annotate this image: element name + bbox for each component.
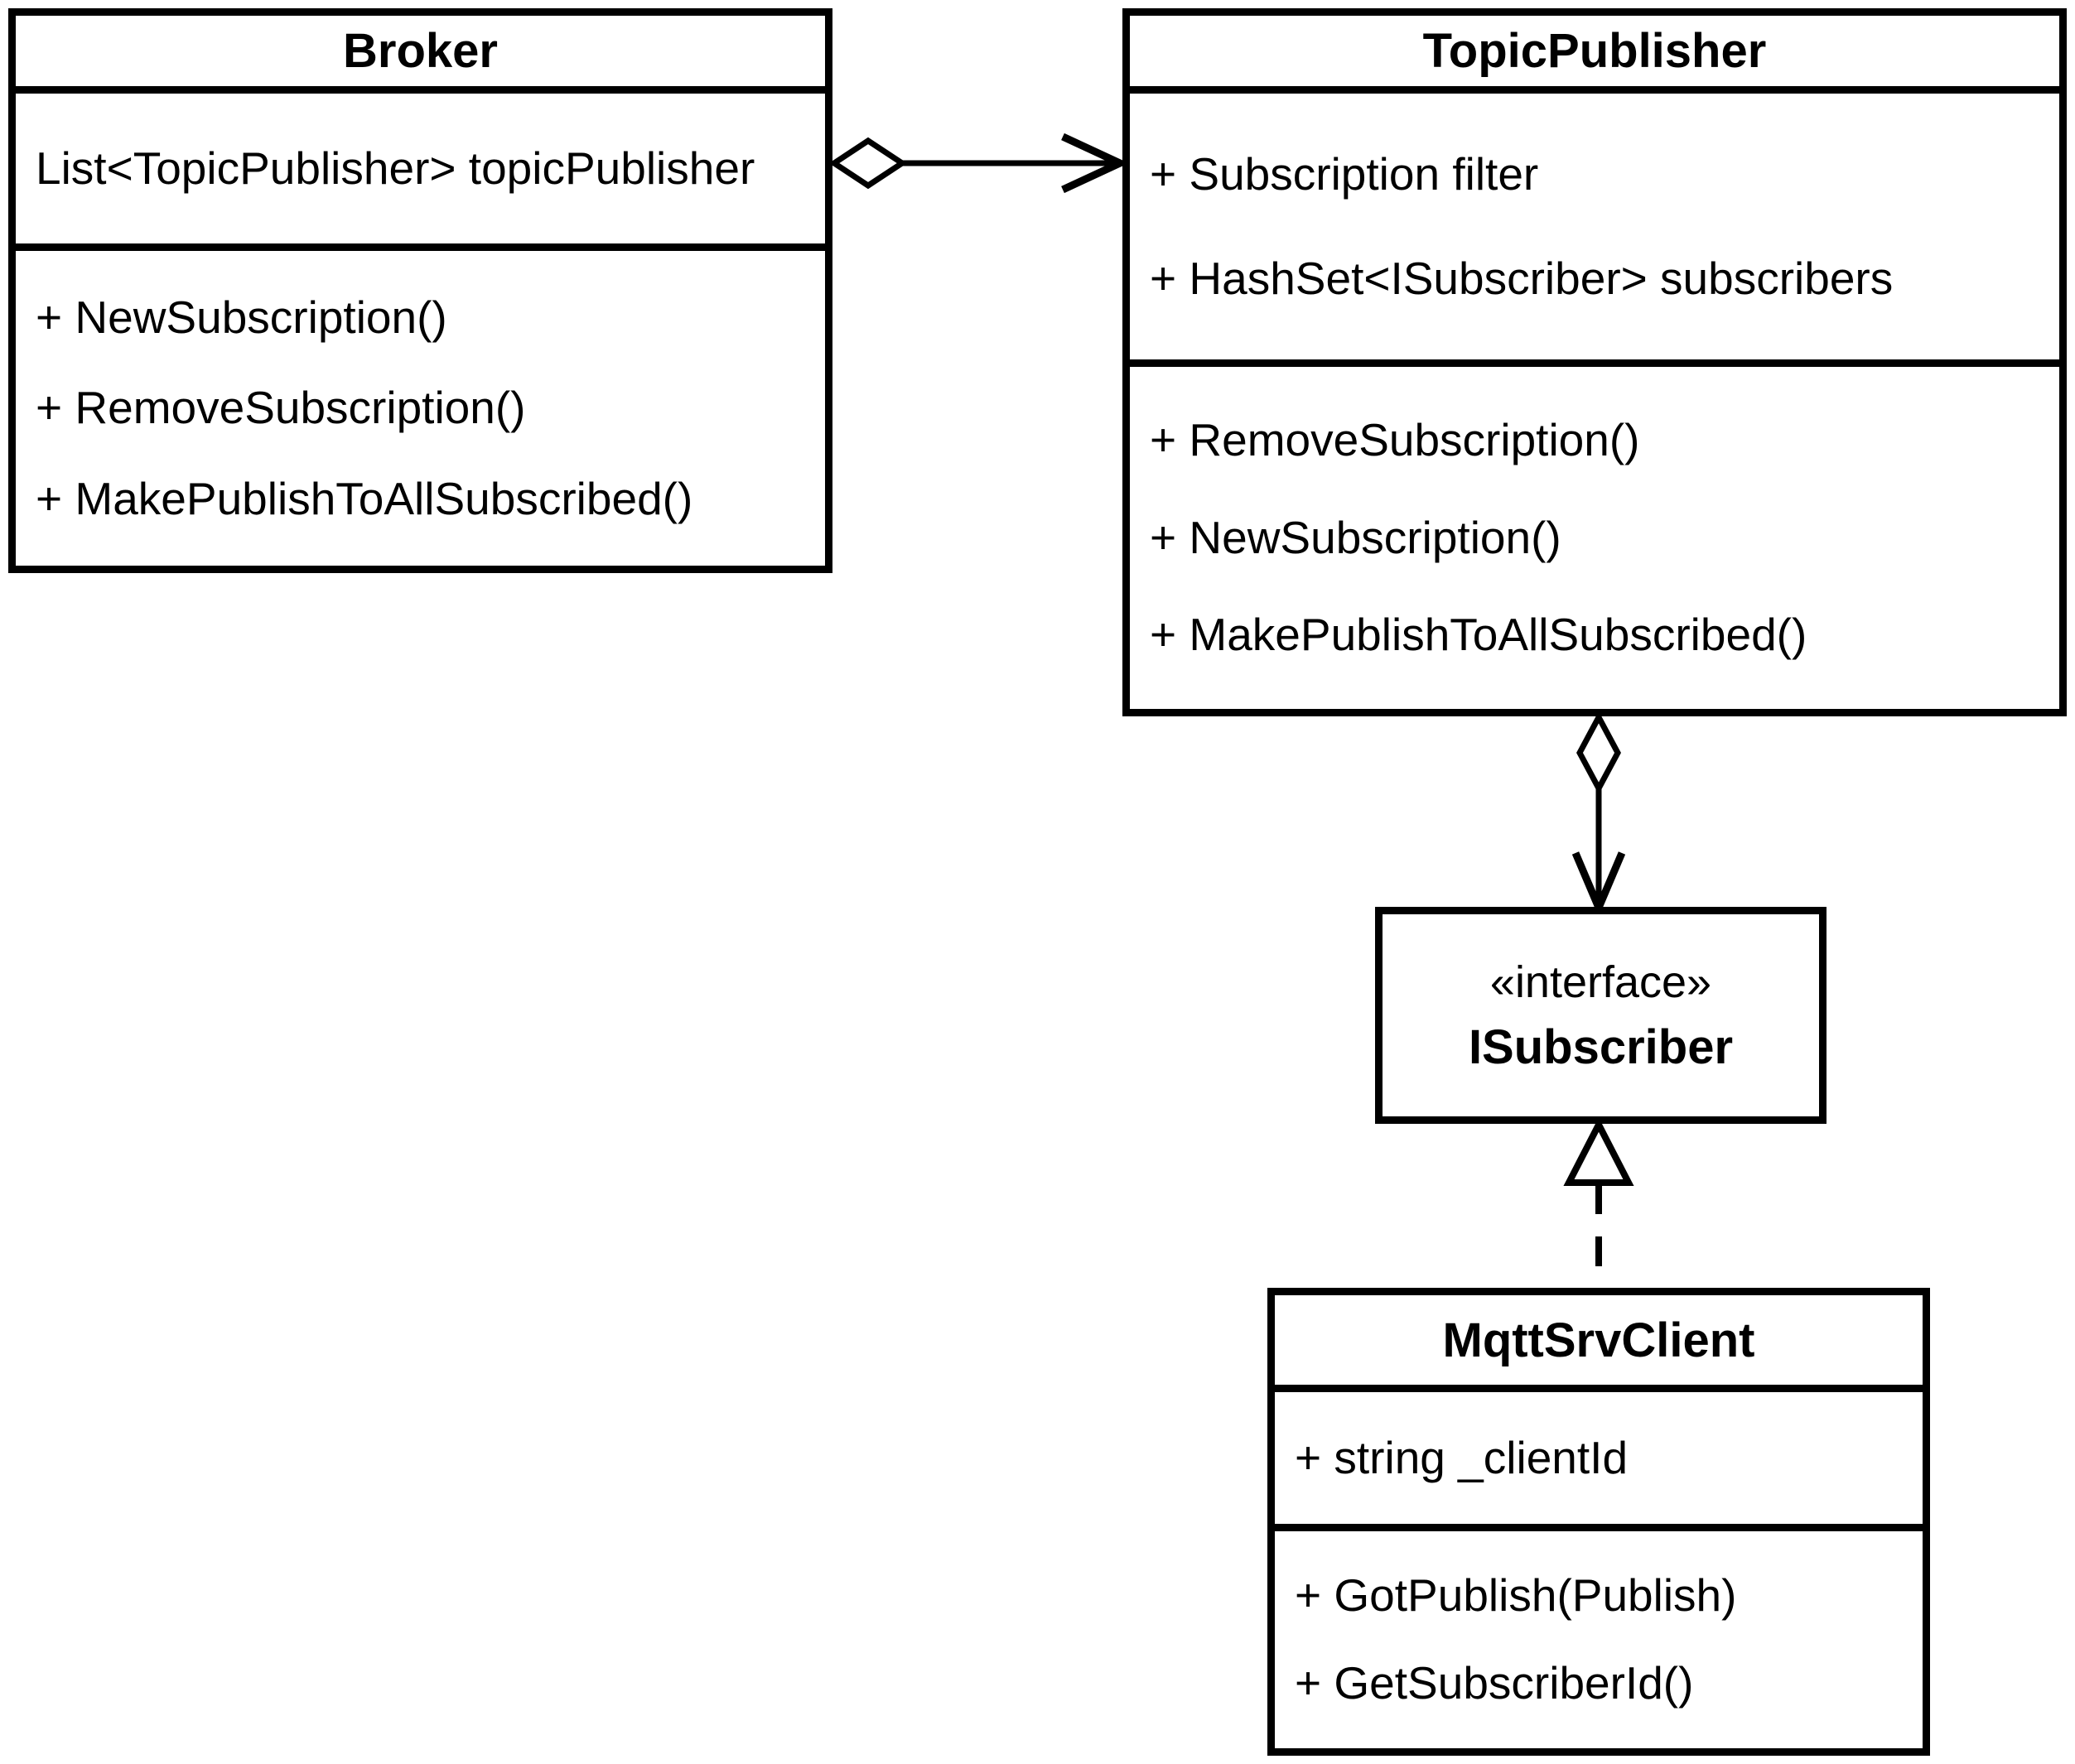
method: + GetSubscriberId() [1295, 1657, 1694, 1709]
method: + MakePublishToAllSubscribed() [36, 472, 693, 524]
interface-isubscriber-title: «interface» ISubscriber [1383, 914, 1819, 1116]
open-arrowhead-icon [1061, 133, 1129, 194]
class-name: TopicPublisher [1422, 24, 1767, 78]
class-mqttsrvclient-methods: + GotPublish(Publish) + GetSubscriberId(… [1275, 1524, 1923, 1748]
stereotype-label: «interface» [1489, 957, 1712, 1007]
class-broker: Broker List<TopicPublisher> topicPublish… [8, 8, 832, 573]
interface-isubscriber: «interface» ISubscriber [1375, 907, 1826, 1124]
attribute: + string _clientId [1295, 1431, 1629, 1483]
aggregation-diamond-icon [828, 137, 908, 190]
method: + NewSubscription() [1150, 511, 1561, 563]
hollow-triangle-arrowhead-icon [1563, 1117, 1634, 1186]
attribute: + Subscription filter [1150, 147, 1539, 200]
class-mqttsrvclient-attributes: + string _clientId [1275, 1385, 1923, 1524]
class-broker-attributes: List<TopicPublisher> topicPublisher [16, 86, 825, 243]
aggregation-diamond-icon [1576, 711, 1621, 795]
method: + RemoveSubscription() [1150, 413, 1640, 465]
class-broker-methods: + NewSubscription() + RemoveSubscription… [16, 243, 825, 566]
realization-mqttsrvclient-to-isubscriber [1563, 1117, 1634, 1286]
method: + NewSubscription() [36, 291, 447, 343]
attribute: + HashSet<ISubscriber> subscribers [1150, 252, 1894, 304]
class-topicpublisher-methods: + RemoveSubscription() + NewSubscription… [1130, 359, 2059, 709]
class-mqttsrvclient: MqttSrvClient + string _clientId + GotPu… [1267, 1288, 1930, 1756]
class-topicpublisher-attributes: + Subscription filter + HashSet<ISubscri… [1130, 86, 2059, 359]
method: + GotPublish(Publish) [1295, 1569, 1737, 1621]
class-name: Broker [343, 24, 498, 78]
aggregation-broker-to-topicpublisher [828, 133, 1129, 194]
class-name: ISubscriber [1468, 1019, 1734, 1074]
open-arrowhead-icon [1571, 851, 1626, 918]
class-mqttsrvclient-title: MqttSrvClient [1275, 1295, 1923, 1385]
method: + RemoveSubscription() [36, 382, 526, 434]
method: + MakePublishToAllSubscribed() [1150, 609, 1807, 661]
attribute: List<TopicPublisher> topicPublisher [36, 142, 755, 194]
class-name: MqttSrvClient [1442, 1313, 1755, 1367]
aggregation-topicpublisher-to-isubscriber [1571, 711, 1626, 918]
class-broker-title: Broker [16, 16, 825, 86]
class-topicpublisher: TopicPublisher + Subscription filter + H… [1122, 8, 2067, 716]
class-topicpublisher-title: TopicPublisher [1130, 16, 2059, 86]
